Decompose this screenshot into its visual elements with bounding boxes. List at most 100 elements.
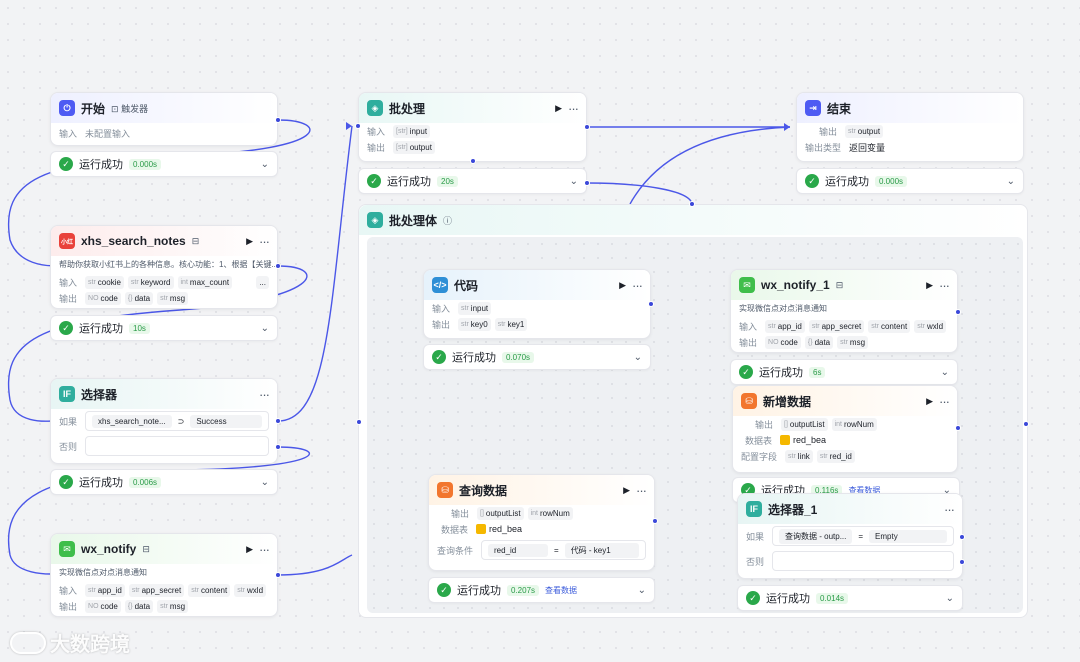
row-label: 否则 — [59, 441, 78, 452]
more-button[interactable]: ··· — [632, 277, 643, 293]
output-port[interactable] — [955, 425, 961, 431]
wx-notify-1-status-bar[interactable]: ✓ 运行成功 6s ⌄ — [730, 359, 958, 385]
output-port[interactable] — [275, 572, 281, 578]
more-inputs-chip[interactable]: ... — [256, 275, 269, 289]
chevron-down-icon[interactable]: ⌄ — [569, 175, 578, 187]
wx-notify-1-node[interactable]: ✉ wx_notify_1 ⊟ ▶ ··· 实现微信点对点消息通知 输入 str… — [730, 269, 958, 353]
row-label: 数据表 — [745, 435, 773, 446]
row-label: 查询条件 — [437, 545, 474, 556]
chevron-down-icon[interactable]: ⌄ — [1006, 175, 1015, 187]
condition-box[interactable]: 查询数据 - outp... = Empty — [772, 526, 954, 546]
var-chip: [str]output — [393, 140, 435, 154]
more-button[interactable]: ··· — [939, 277, 950, 293]
run-button[interactable]: ▶ — [246, 235, 253, 246]
selector-node[interactable]: IF 选择器 ··· 如果 xhs_search_note... ⊃ Succe… — [50, 378, 278, 464]
run-button[interactable]: ▶ — [926, 395, 933, 406]
row-label: 输入 — [739, 321, 758, 332]
success-check-icon: ✓ — [739, 365, 753, 379]
mode-value: 返回变量 — [849, 142, 886, 153]
output-port[interactable] — [275, 263, 281, 269]
run-button[interactable]: ▶ — [246, 543, 253, 554]
row-label: 输出 — [755, 419, 774, 430]
info-icon[interactable]: ⓘ — [443, 215, 453, 226]
selector-1-status-bar[interactable]: ✓ 运行成功 0.014s ⌄ — [737, 585, 963, 611]
chevron-down-icon[interactable]: ⌄ — [940, 366, 949, 378]
output-port[interactable] — [959, 534, 965, 540]
condition-box[interactable]: xhs_search_note... ⊃ Success — [85, 411, 269, 431]
chevron-down-icon[interactable]: ⌄ — [260, 476, 269, 488]
batch-node[interactable]: ◈ 批处理 ▶ ··· 输入 [str]input 输出 [str]output — [358, 92, 587, 162]
chevron-down-icon[interactable]: ⌄ — [637, 584, 646, 596]
view-data-link[interactable]: 查看数据 — [545, 585, 578, 595]
chevron-down-icon[interactable]: ⌄ — [945, 592, 954, 604]
run-button[interactable]: ▶ — [619, 279, 626, 290]
code-status-bar[interactable]: ✓ 运行成功 0.070s ⌄ — [423, 344, 651, 370]
output-port[interactable] — [955, 309, 961, 315]
more-button[interactable]: ··· — [259, 541, 270, 557]
input-port[interactable] — [1023, 421, 1029, 427]
end-status-bar[interactable]: ✓ 运行成功 0.000s ⌄ — [796, 168, 1024, 194]
start-status-bar[interactable]: ✓ 运行成功 0.000s ⌄ — [50, 151, 278, 177]
chevron-down-icon[interactable]: ⌄ — [260, 158, 269, 170]
xhs-search-notes-node[interactable]: 小红 xhs_search_notes ⊟ ▶ ··· 帮助你获取小红书上的各种… — [50, 225, 278, 309]
output-port[interactable] — [584, 124, 590, 130]
query-condition-box[interactable]: red_id = 代码 - key1 — [481, 540, 646, 560]
view-data-link[interactable]: 查看数据 — [848, 485, 881, 495]
selector-1-node[interactable]: IF 选择器_1 ··· 如果 查询数据 - outp... = Empty 否… — [737, 493, 963, 579]
chevron-down-icon[interactable]: ⌄ — [633, 351, 642, 363]
table-chip: red_bea — [476, 524, 522, 534]
success-check-icon: ✓ — [437, 583, 451, 597]
output-port[interactable] — [648, 301, 654, 307]
batch-input-row: 输入 [str]input — [359, 123, 586, 139]
chevron-down-icon[interactable]: ⌄ — [260, 322, 269, 334]
more-button[interactable]: ··· — [259, 386, 270, 402]
query-status-bar[interactable]: ✓ 运行成功 0.207s 查看数据 ⌄ — [428, 577, 655, 603]
input-port[interactable] — [355, 123, 361, 129]
else-branch-box[interactable] — [772, 551, 954, 571]
more-button[interactable]: ··· — [944, 501, 955, 517]
output-port[interactable] — [584, 180, 590, 186]
output-port[interactable] — [652, 518, 658, 524]
run-button[interactable]: ▶ — [555, 102, 562, 113]
wx-notify-1-title: wx_notify_1 — [761, 278, 830, 292]
more-button[interactable]: ··· — [568, 100, 579, 116]
row-label: 输入 — [59, 277, 78, 288]
add-data-table-row: 数据表 red_bea — [733, 432, 957, 448]
output-port[interactable] — [275, 444, 281, 450]
row-label: 输出 — [739, 337, 758, 348]
selector-1-title: 选择器_1 — [768, 502, 818, 517]
run-button[interactable]: ▶ — [623, 484, 630, 495]
selector-status-bar[interactable]: ✓ 运行成功 0.006s ⌄ — [50, 469, 278, 495]
run-button[interactable]: ▶ — [926, 279, 933, 290]
row-label: 输出 — [59, 293, 78, 304]
selector-1-header: IF 选择器_1 ··· — [738, 494, 962, 524]
output-port[interactable] — [275, 117, 281, 123]
else-branch-box[interactable] — [85, 436, 269, 456]
batch-status-bar[interactable]: ✓ 运行成功 20s ⌄ — [358, 168, 587, 194]
more-button[interactable]: ··· — [259, 233, 270, 249]
start-node[interactable]: ⏻ 开始 ⊡ 触发器 输入 未配置输入 — [50, 92, 278, 146]
output-port[interactable] — [275, 418, 281, 424]
output-port[interactable] — [959, 559, 965, 565]
output-port[interactable] — [470, 158, 476, 164]
chevron-down-icon[interactable]: ⌄ — [942, 484, 951, 496]
input-port[interactable] — [356, 419, 362, 425]
more-button[interactable]: ··· — [636, 482, 647, 498]
selector-node-title: 选择器 — [81, 387, 118, 402]
batch-node-title: 批处理 — [389, 101, 426, 116]
input-port[interactable] — [689, 201, 695, 207]
more-button[interactable]: ··· — [939, 393, 950, 409]
end-node-title: 结束 — [827, 101, 852, 116]
xhs-status-bar[interactable]: ✓ 运行成功 10s ⌄ — [50, 315, 278, 341]
status-time: 0.207s — [507, 584, 540, 596]
